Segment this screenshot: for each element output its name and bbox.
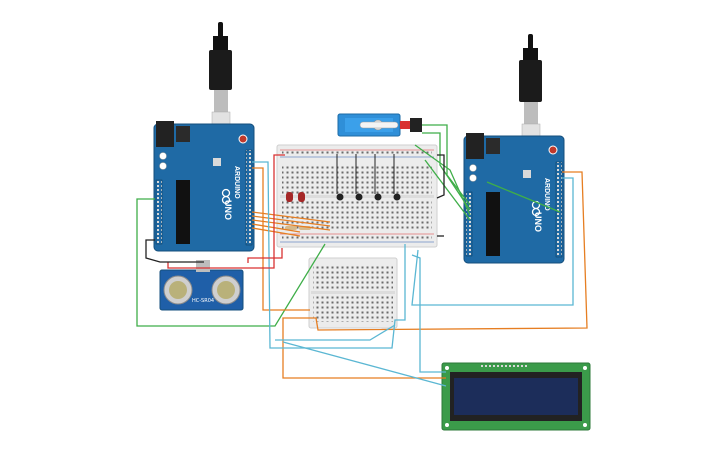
board-logo-right: UNO bbox=[533, 212, 543, 232]
pushbutton-3[interactable] bbox=[374, 154, 382, 201]
board-brand-left: ARDUINO bbox=[233, 166, 240, 199]
board-logo-left: UNO bbox=[223, 200, 233, 220]
breadboard-small[interactable] bbox=[308, 257, 398, 329]
board-brand-right: ARDUINO bbox=[543, 178, 550, 211]
wires bbox=[136, 124, 588, 387]
usb-cable-left bbox=[209, 22, 232, 143]
sensor-model-label: HC-SR04 bbox=[192, 298, 214, 304]
led-red-2[interactable] bbox=[298, 192, 305, 202]
pushbutton-4[interactable] bbox=[393, 154, 401, 201]
pushbutton-2[interactable] bbox=[355, 154, 363, 201]
lcd-display[interactable] bbox=[441, 362, 591, 431]
ultrasonic-sensor[interactable]: HC-SR04 bbox=[159, 260, 244, 311]
pushbutton-1[interactable] bbox=[336, 154, 344, 201]
led-red-1[interactable] bbox=[286, 192, 293, 202]
infinity-logo-left bbox=[221, 188, 231, 205]
servo-motor[interactable] bbox=[337, 113, 422, 137]
arduino-uno-left[interactable]: UNO ARDUINO bbox=[153, 121, 255, 252]
arduino-uno-right[interactable]: UNO ARDUINO bbox=[463, 133, 565, 264]
